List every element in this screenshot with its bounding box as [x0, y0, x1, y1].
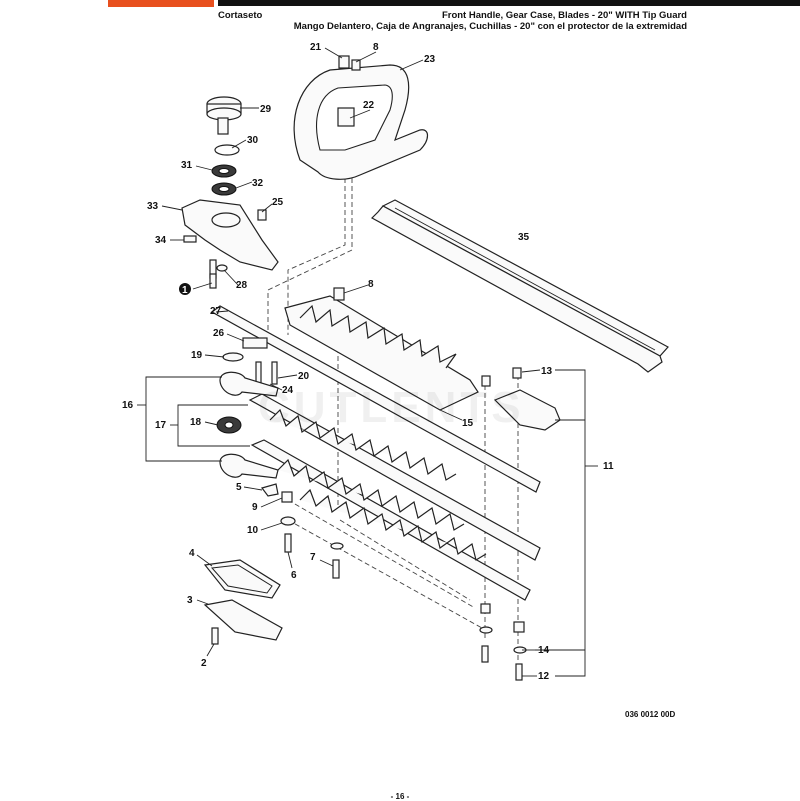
- gear-case-assembly: [181, 96, 279, 279]
- callout-3: 3: [187, 595, 193, 606]
- header-rule: [218, 0, 800, 6]
- callout-7: 7: [310, 552, 316, 563]
- callout-21: 21: [310, 42, 322, 53]
- callout-1: 1: [182, 285, 188, 296]
- page-number: - 16 -: [390, 792, 410, 801]
- callout-11: 11: [603, 461, 614, 472]
- callout-20: 20: [298, 371, 310, 382]
- front-handle: [293, 64, 429, 180]
- callout-16: 16: [122, 400, 134, 411]
- product-name-spanish: Cortaseto: [218, 10, 263, 21]
- callout-15: 15: [462, 418, 474, 429]
- callout-32: 32: [252, 178, 264, 189]
- callout-25: 25: [272, 197, 284, 208]
- callout-26: 26: [213, 328, 225, 339]
- callout-labels: 21 8 23 22 29 30 31 32 33 25 34 1 28 8 2…: [122, 42, 614, 682]
- callout-17: 17: [155, 420, 167, 431]
- callout-2: 2: [201, 658, 207, 669]
- callout-34: 34: [155, 235, 167, 246]
- callout-31: 31: [181, 160, 193, 171]
- blade-plate: [210, 305, 541, 493]
- callout-5: 5: [236, 482, 242, 493]
- callout-9: 9: [252, 502, 258, 513]
- assembly-guide-lines: [267, 170, 519, 660]
- callout-29: 29: [260, 104, 272, 115]
- callout-28: 28: [236, 280, 248, 291]
- callout-10: 10: [247, 525, 259, 536]
- upper-blade: [284, 295, 479, 411]
- callout-8-middle: 8: [368, 279, 374, 290]
- callout-35: 35: [518, 232, 530, 243]
- callout-22: 22: [363, 100, 375, 111]
- cover-plates: [203, 559, 283, 641]
- watermark: CUTLENTS: [258, 383, 525, 432]
- callout-13: 13: [541, 366, 553, 377]
- brand-logo: [108, 0, 214, 7]
- blade-scabbard: [371, 199, 669, 373]
- callout-27: 27: [210, 306, 222, 317]
- callout-33: 33: [147, 201, 159, 212]
- callout-30: 30: [247, 135, 259, 146]
- callout-23: 23: [424, 54, 436, 65]
- callout-4: 4: [189, 548, 195, 559]
- callout-14: 14: [538, 645, 550, 656]
- callout-19: 19: [191, 350, 203, 361]
- small-hardware: [209, 55, 527, 681]
- lower-blade: [248, 393, 541, 601]
- callout-12: 12: [538, 671, 550, 682]
- callout-18: 18: [190, 417, 202, 428]
- callout-24: 24: [282, 385, 294, 396]
- callout-8-top: 8: [373, 42, 379, 53]
- drawing-code: 036 0012 00D: [625, 710, 676, 719]
- page-title-english: Front Handle, Gear Case, Blades - 20" WI…: [441, 10, 687, 21]
- callout-1-badge: [179, 283, 191, 295]
- callout-6: 6: [291, 570, 297, 581]
- page-title-spanish: Mango Delantero, Caja de Angranajes, Cuc…: [293, 21, 687, 32]
- callout-leaders: [137, 47, 598, 677]
